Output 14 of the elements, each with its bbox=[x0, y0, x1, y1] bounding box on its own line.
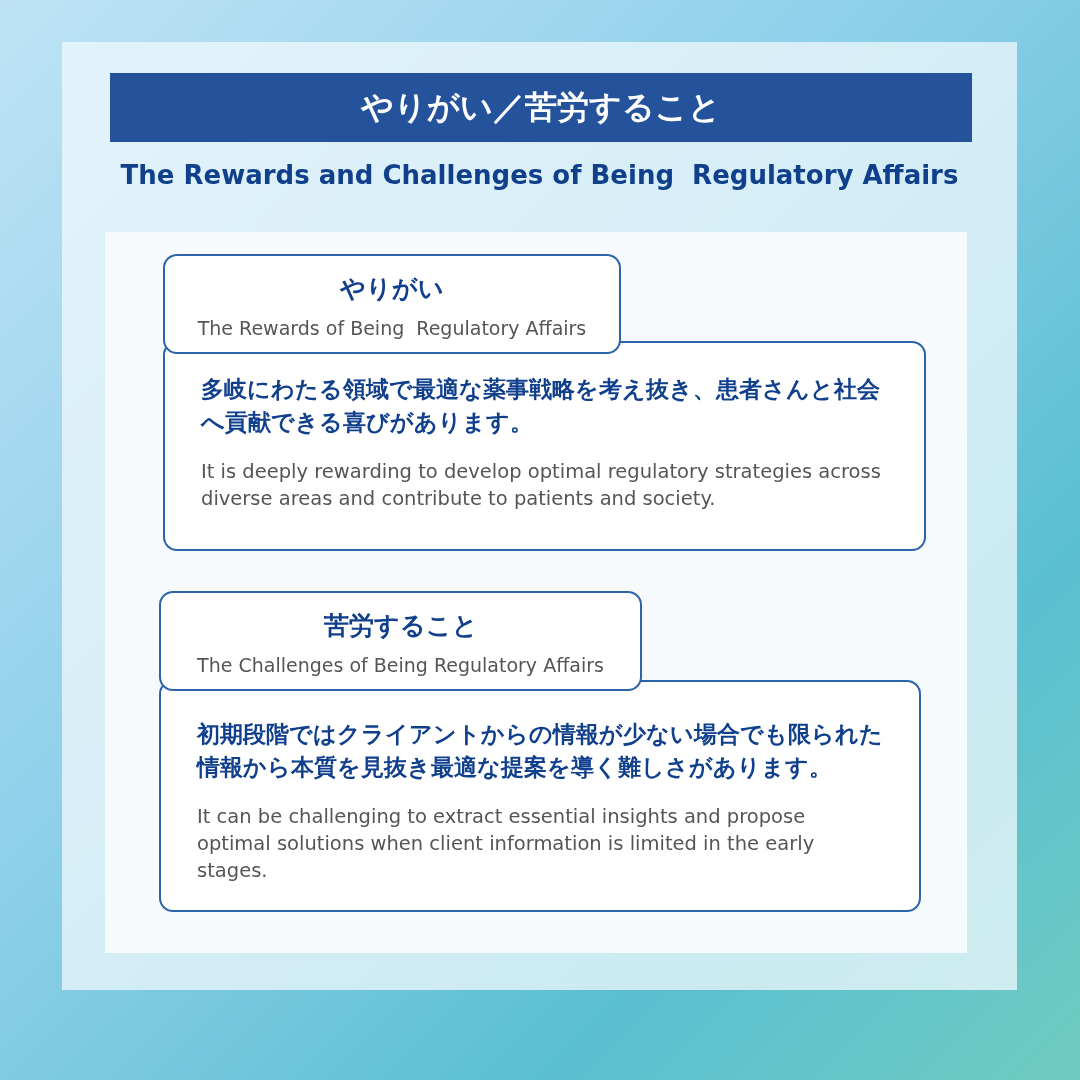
description: 多岐にわたる領域で最適な薬事戦略を考え抜き、患者さんと社会へ貢献できる喜びがあります。 bbox=[201, 375, 881, 438]
subheading: The Rewards of Being Regulatory Affairs bbox=[196, 317, 588, 339]
text-card bbox=[159, 680, 921, 912]
description: 初期段階ではクライアントからの情報が少ない場合でも限られた情報から本質を見抜き最適な提案を導く難しさがあります。 bbox=[197, 720, 884, 783]
text-card bbox=[163, 341, 926, 551]
heading-tab bbox=[163, 254, 621, 354]
heading: 苦労すること bbox=[322, 610, 479, 642]
subheading: The Challenges of Being Regulatory Affairs bbox=[196, 654, 605, 676]
heading-tab bbox=[159, 591, 642, 691]
translation: It can be challenging to extract essential insights and propose optimal solutions when client information is limited in the early stages. bbox=[197, 803, 816, 885]
subtitle: The Rewards and Challenges of Being Regulatory Affairs bbox=[119, 160, 960, 190]
title: やりがい／苦労すること bbox=[361, 86, 721, 128]
translation: It is deeply rewarding to develop optimal regulatory strategies across diverse areas and contribute to patients and society. bbox=[201, 458, 882, 512]
heading: やりがい bbox=[339, 273, 445, 305]
